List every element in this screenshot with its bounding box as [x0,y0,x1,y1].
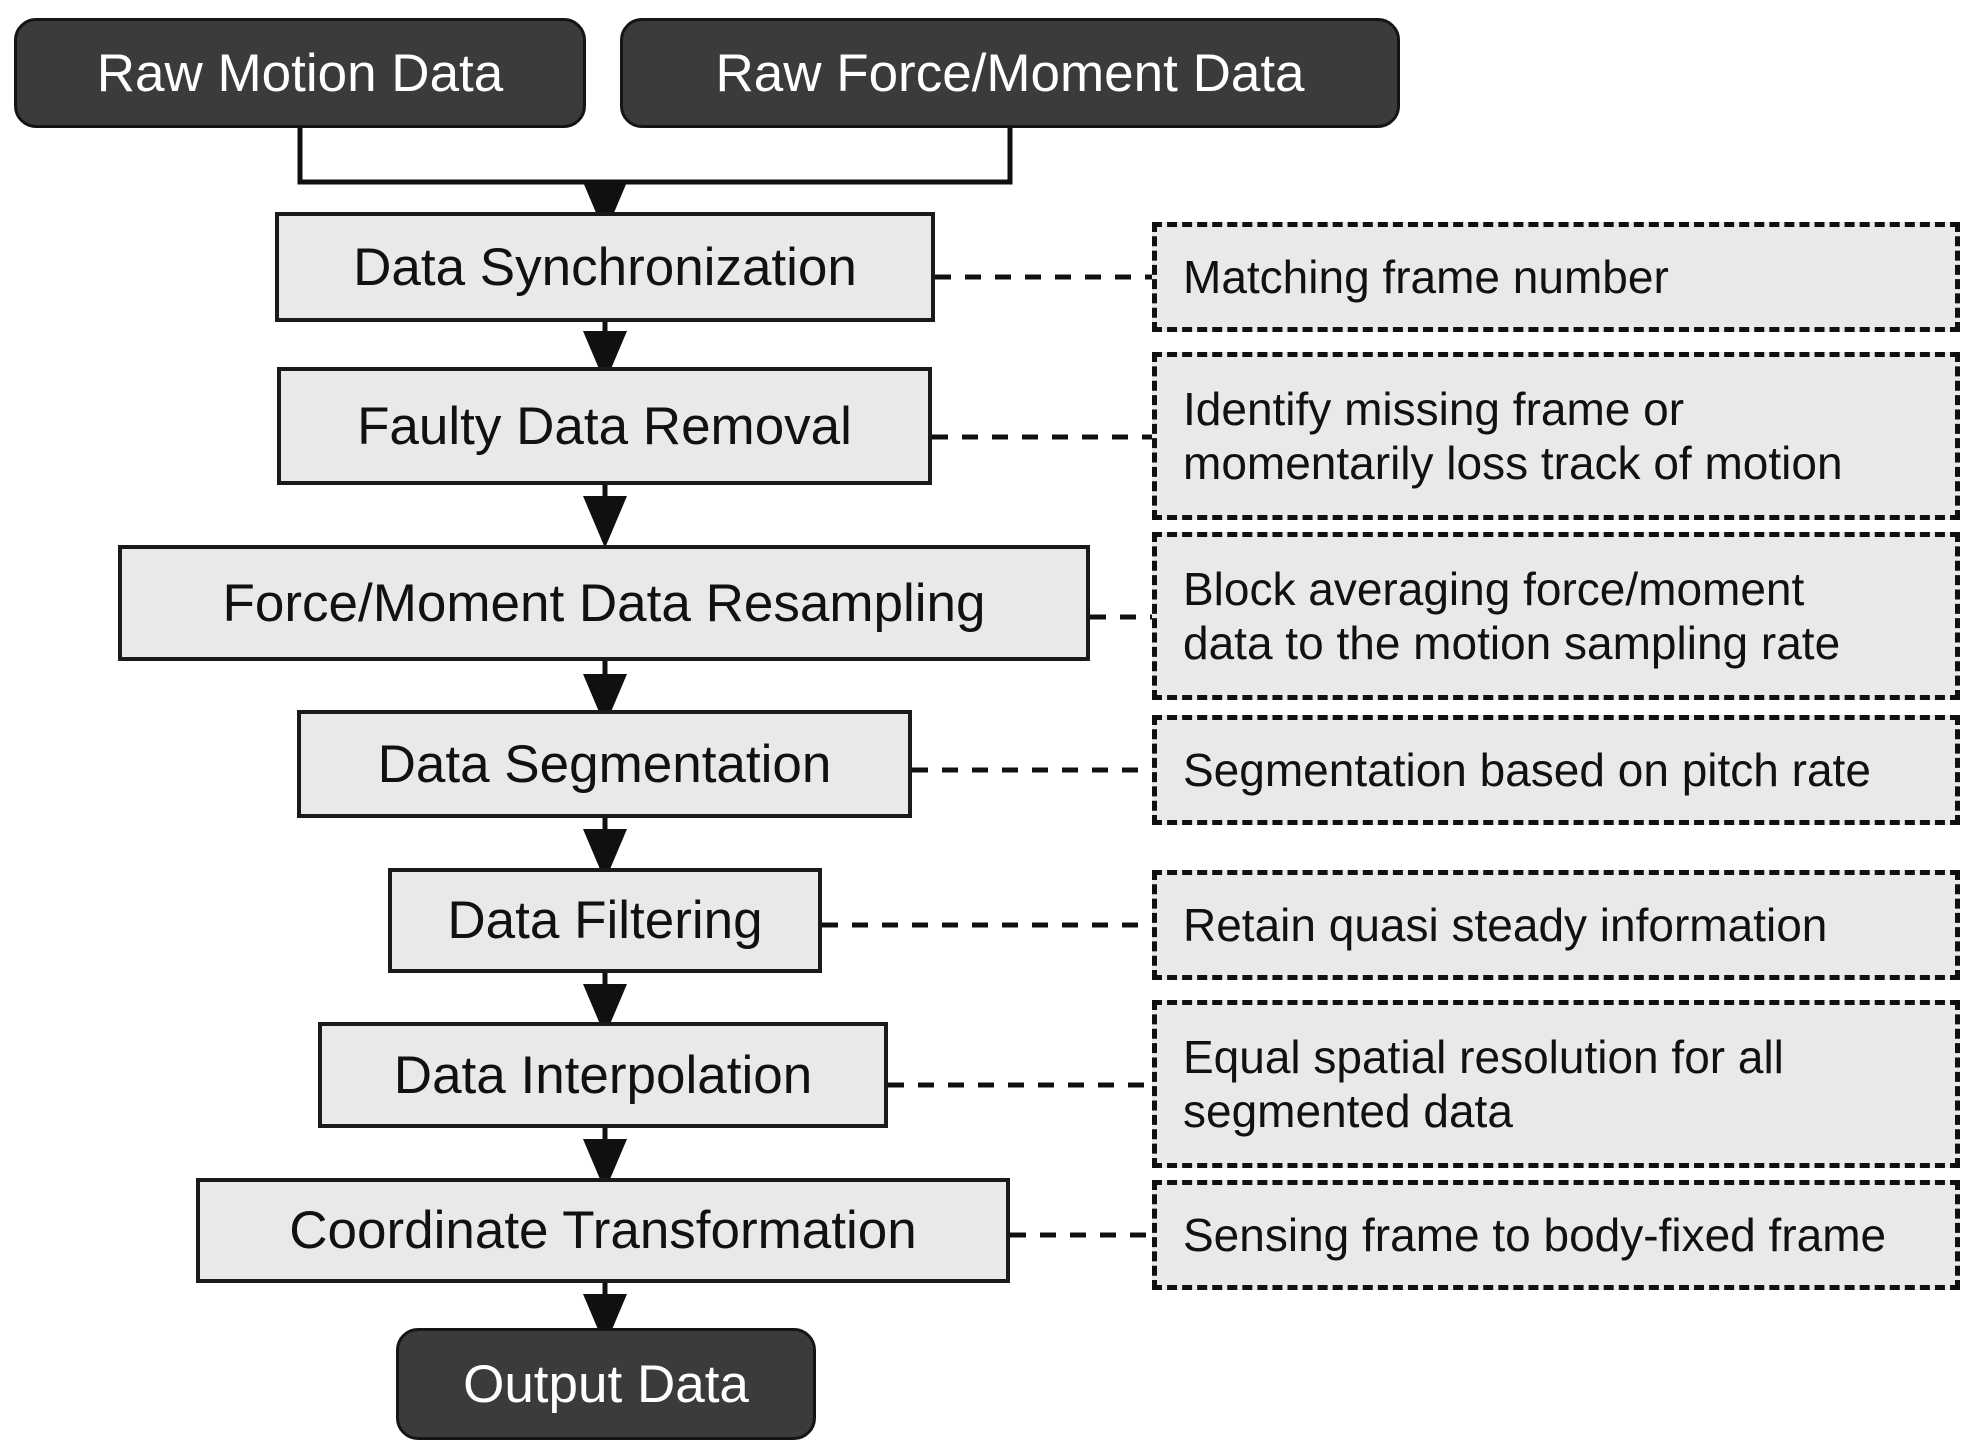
process-label: Faulty Data Removal [357,396,852,456]
process-label: Data Segmentation [377,734,832,794]
terminal-label: Raw Force/Moment Data [715,43,1305,103]
process-data-filtering[interactable]: Data Filtering [388,868,822,973]
note-line: Block averaging force/moment [1183,562,1805,615]
note-data-filtering: Retain quasi steady information [1152,870,1960,980]
process-label: Force/Moment Data Resampling [222,573,986,633]
process-data-synchronization[interactable]: Data Synchronization [275,212,935,322]
note-data-interpolation: Equal spatial resolution for all segment… [1152,1000,1960,1168]
note-line: Equal spatial resolution for all [1183,1030,1784,1083]
note-coordinate-transformation: Sensing frame to body-fixed frame [1152,1180,1960,1290]
process-label: Data Filtering [447,891,763,950]
note-force-moment-data-resampling: Block averaging force/moment data to the… [1152,532,1960,700]
note-faulty-data-removal: Identify missing frame or momentarily lo… [1152,352,1960,520]
note-line: momentarily loss track of motion [1183,437,1843,489]
process-label: Data Synchronization [353,237,857,297]
process-force-moment-data-resampling[interactable]: Force/Moment Data Resampling [118,545,1090,661]
note-line: Identify missing frame or [1183,382,1685,435]
note-line: Sensing frame to body-fixed frame [1183,1208,1887,1261]
note-line: Retain quasi steady information [1183,898,1828,951]
note-line: Matching frame number [1183,250,1669,303]
process-label: Data Interpolation [393,1045,813,1105]
process-label: Coordinate Transformation [289,1201,917,1260]
note-line: Segmentation based on pitch rate [1183,743,1871,796]
note-data-synchronization: Matching frame number [1152,222,1960,332]
input-merge-bracket [297,128,1013,185]
terminal-label: Output Data [463,1354,749,1414]
terminal-label: Raw Motion Data [96,43,504,103]
note-line: data to the motion sampling rate [1183,617,1841,669]
note-line: segmented data [1183,1085,1513,1137]
terminal-raw-force-moment-data[interactable]: Raw Force/Moment Data [620,18,1400,128]
process-faulty-data-removal[interactable]: Faulty Data Removal [277,367,932,485]
process-coordinate-transformation[interactable]: Coordinate Transformation [196,1178,1010,1283]
terminal-output-data[interactable]: Output Data [396,1328,816,1440]
process-data-interpolation[interactable]: Data Interpolation [318,1022,888,1128]
note-data-segmentation: Segmentation based on pitch rate [1152,715,1960,825]
terminal-raw-motion-data[interactable]: Raw Motion Data [14,18,586,128]
process-data-segmentation[interactable]: Data Segmentation [297,710,912,818]
